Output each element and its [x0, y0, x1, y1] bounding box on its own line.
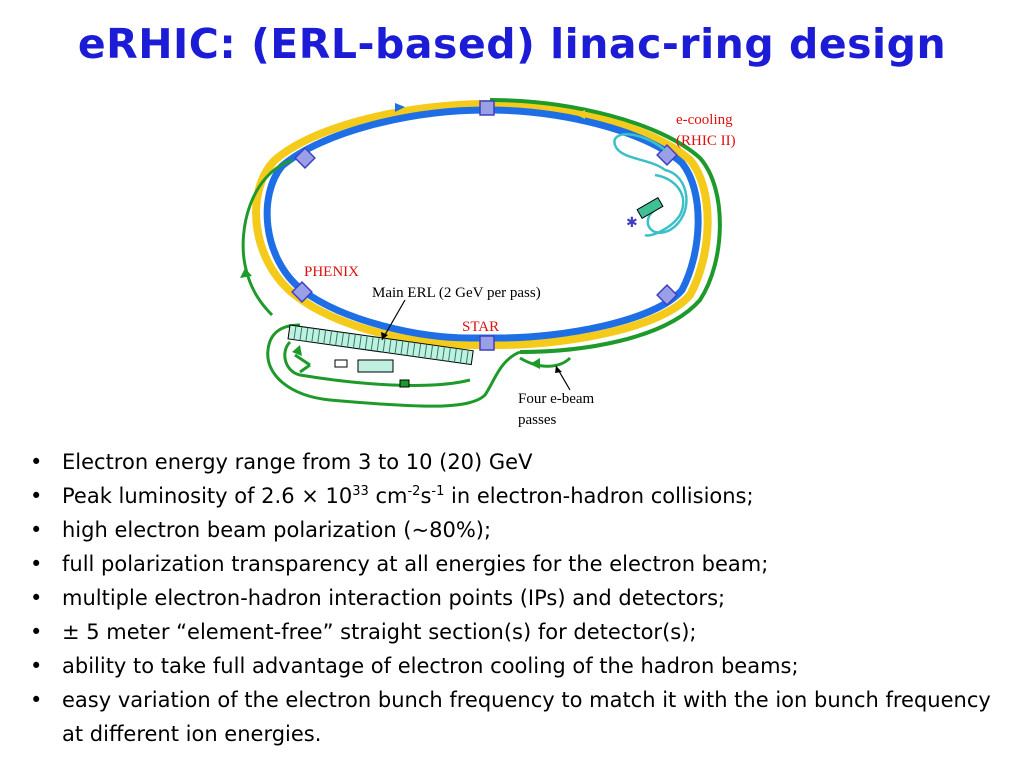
list-item: ability to take full advantage of electr… [28, 649, 1018, 683]
main-erl-label: Main ERL (2 GeV per pass) [372, 285, 541, 301]
list-item: Electron energy range from 3 to 10 (20) … [28, 445, 1018, 479]
page-title: eRHIC: (ERL-based) linac-ring design [77, 20, 947, 68]
green-lower-loop [266, 323, 521, 408]
ecooling-label: e-cooling [676, 112, 733, 128]
list-item: multiple electron-hadron interaction poi… [28, 581, 1018, 615]
list-item: full polarization transparency at all en… [28, 547, 1018, 581]
list-item: ± 5 meter “element-free” straight sectio… [28, 615, 1018, 649]
four-e-beam-label: Four e-beam [518, 391, 595, 407]
feature-list: Electron energy range from 3 to 10 (20) … [28, 445, 1018, 751]
star-label: STAR [462, 319, 499, 335]
ecooling-sub-label: (RHIC II) [676, 133, 736, 149]
main-erl-linac [287, 324, 474, 366]
interaction-point-markers [291, 100, 678, 351]
list-item: easy variation of the electron bunch fre… [28, 683, 1018, 751]
svg-text:✱: ✱ [626, 215, 638, 231]
yellow-hadron-ring [252, 99, 712, 349]
green-return-loop-left [241, 158, 293, 317]
electron-ring-path [489, 98, 722, 354]
list-item: high electron beam polarization (~80%); [28, 513, 1018, 547]
erhic-ring-diagram: ✱ e-cooling (RHIC II) PHENIX Main ERL (2… [240, 98, 736, 428]
list-item: Peak luminosity of 2.6 × 1033 cm-2s-1 in… [28, 479, 1018, 513]
four-e-beam-sub-label: passes [518, 412, 556, 428]
erl-pointer [381, 299, 406, 341]
phenix-label: PHENIX [304, 264, 359, 280]
